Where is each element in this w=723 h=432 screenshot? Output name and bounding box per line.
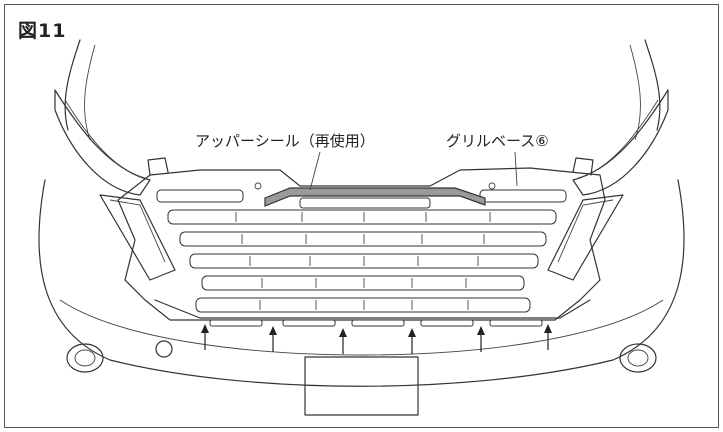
upper-seal-label: アッパーシール（再使用） [195,132,375,150]
lower-clip-slots [209,319,543,327]
grille-outer-frame [117,167,606,321]
bumper-outline [38,179,685,387]
hood-inner-left [84,44,96,141]
grille-lower-strip [154,299,591,319]
up-arrow-icon [201,324,209,350]
hood-right-line [644,39,661,131]
hood-left-line [64,39,81,131]
up-arrow-icon [408,328,416,354]
right-mount-tab [572,157,594,176]
figure-label: 図11 [18,20,67,42]
left-mount-tab [147,157,169,176]
left-fog-lamp [66,343,104,373]
grille-base-label: グリルベース⑥ [446,132,549,150]
grille-base-leader [514,151,518,187]
hood-inner-right [629,44,641,141]
sensor-circle [155,340,173,358]
grille-slats [156,189,567,313]
right-headlight [547,89,669,281]
bumper-inner-line [59,299,664,356]
upper-seal [264,187,486,207]
clip-arrows [201,324,552,354]
license-plate [304,356,419,416]
right-fog-lamp [619,343,657,373]
up-arrow-icon [339,328,347,354]
left-headlight [54,89,176,281]
up-arrow-icon [477,326,485,352]
upper-seal-leader [309,151,321,191]
up-arrow-icon [544,324,552,350]
up-arrow-icon [269,326,277,352]
